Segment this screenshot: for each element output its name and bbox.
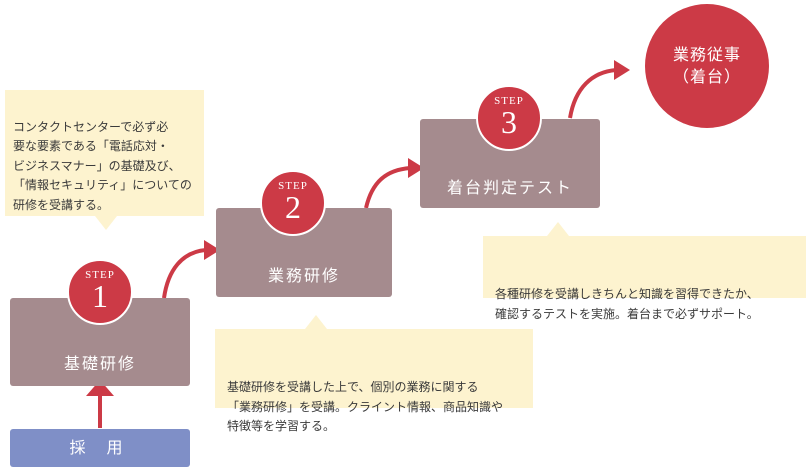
- step2-badge: STEP 2: [260, 170, 326, 236]
- goal-line1: 業務従事: [672, 45, 741, 64]
- arrow-step2-to-step3: [364, 166, 411, 209]
- step2-title: 業務研修: [267, 266, 340, 285]
- note-step2-text: 基礎研修を受講した上で、個別の業務に関する 「業務研修」を受講。クライント情報、…: [227, 380, 504, 433]
- note-step3-pointer: [547, 222, 569, 236]
- step1-badge: STEP 1: [67, 259, 133, 325]
- arrowhead-start: [86, 380, 114, 396]
- arrow-step1-to-step2: [162, 248, 207, 299]
- note-step1-text: コンタクトセンターで必ず必 要な要素である「電話応対・ ビジネスマナー」の基礎及…: [13, 119, 192, 212]
- step3-step-label: STEP: [494, 95, 524, 107]
- start-label: 採 用: [69, 438, 131, 457]
- note-step2-pointer: [305, 315, 327, 329]
- step2-step-label: STEP: [278, 180, 308, 192]
- arrowhead-step2: [408, 158, 424, 178]
- goal-circle: 業務従事 （着台）: [645, 4, 769, 128]
- step3-title: 着台判定テスト: [446, 178, 573, 197]
- step2-number: 2: [285, 189, 301, 225]
- goal-line2: （着台）: [672, 67, 741, 86]
- note-step1-pointer: [95, 216, 117, 230]
- step1-number: 1: [92, 278, 108, 314]
- arrowhead-step1: [204, 240, 220, 260]
- step1-title: 基礎研修: [63, 354, 136, 373]
- step3-number: 3: [501, 104, 517, 140]
- arrowhead-step3: [614, 60, 630, 80]
- note-step1: コンタクトセンターで必ず必 要な要素である「電話応対・ ビジネスマナー」の基礎及…: [5, 90, 204, 230]
- note-step3-text: 各種研修を受講しきちんと知識を習得できたか、 確認するテストを実施。着台まで必ず…: [495, 287, 759, 321]
- step3-badge: STEP 3: [476, 85, 542, 151]
- note-step2: 基礎研修を受講した上で、個別の業務に関する 「業務研修」を受講。クライント情報、…: [215, 315, 533, 433]
- note-step3: 各種研修を受講しきちんと知識を習得できたか、 確認するテストを実施。着台まで必ず…: [483, 222, 806, 321]
- step1-box: 基礎研修: [10, 298, 190, 386]
- step1-step-label: STEP: [85, 269, 115, 281]
- arrow-step3-to-goal: [568, 68, 617, 119]
- start-box: 採 用: [10, 429, 190, 467]
